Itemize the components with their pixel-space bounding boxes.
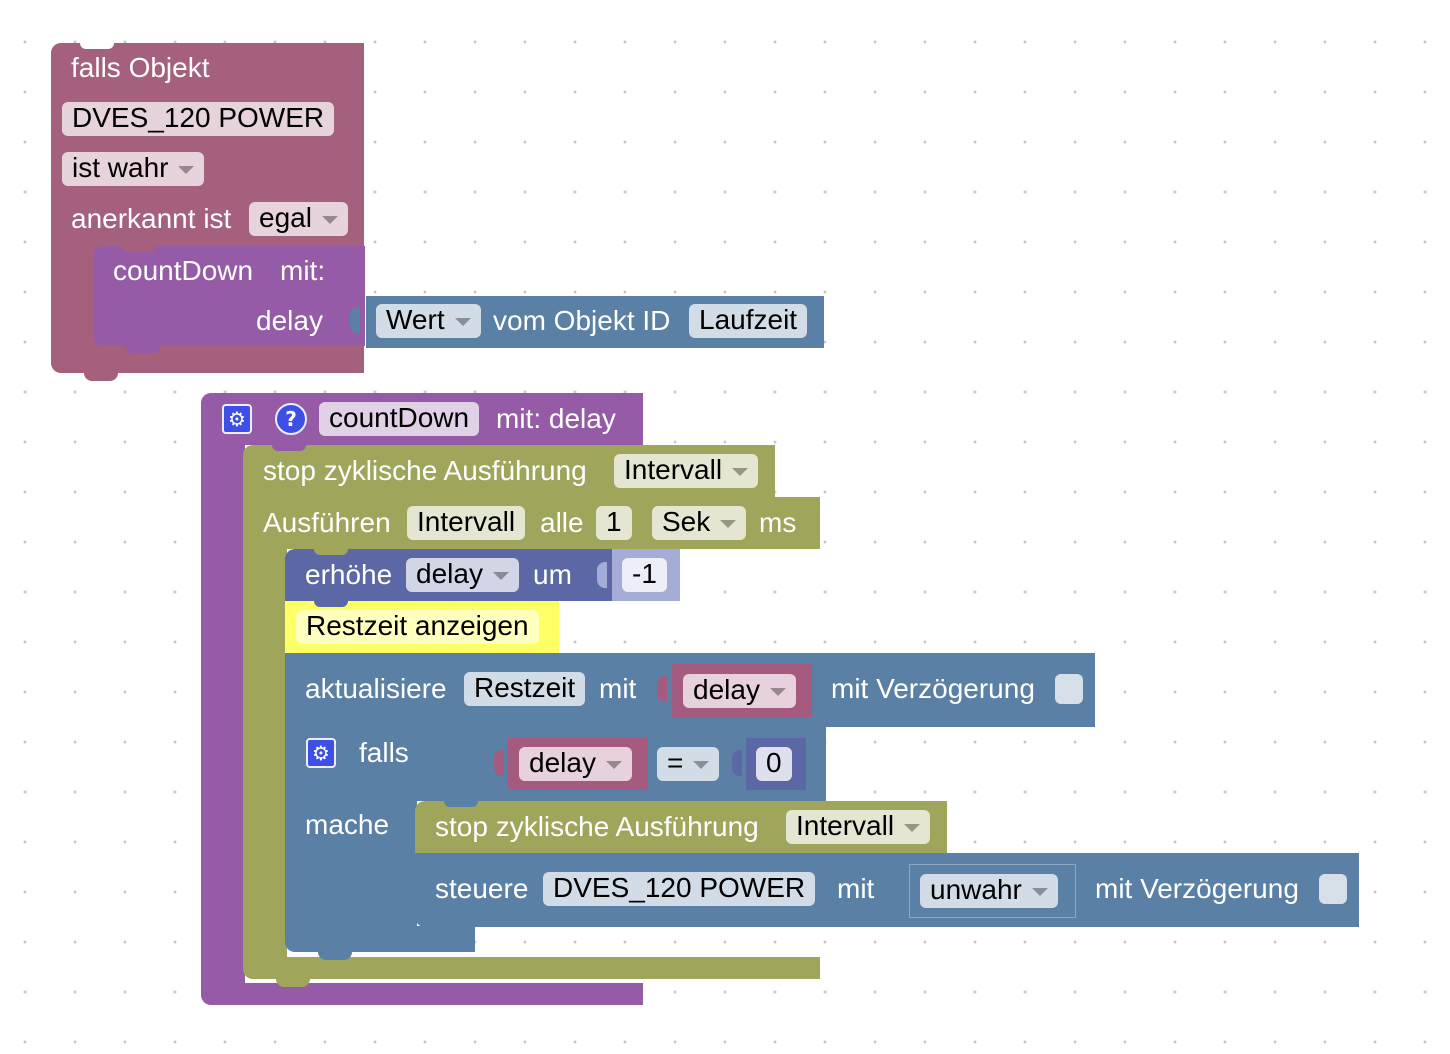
interval-body-arm	[243, 548, 287, 960]
control-value: unwahr	[930, 874, 1022, 905]
procedure-body-arm	[201, 444, 245, 984]
chevron-down-icon	[904, 824, 921, 832]
ack-label: anerkannt ist	[71, 203, 232, 234]
increment-variable-dropdown[interactable]: delay	[406, 558, 519, 592]
chevron-down-icon	[178, 166, 195, 174]
gear-icon[interactable]: ⚙	[222, 404, 252, 434]
interval-footer	[243, 957, 820, 979]
interval-name-field[interactable]: Intervall	[407, 506, 526, 540]
increment-label: erhöhe	[305, 559, 393, 590]
update-object-field[interactable]: Restzeit	[464, 672, 586, 706]
update-variable: delay	[693, 674, 760, 705]
control-with-label: mit	[837, 873, 875, 904]
procedure-name-field[interactable]: countDown	[319, 402, 480, 436]
increment-value-field[interactable]: -1	[622, 558, 667, 592]
if-label: falls	[359, 737, 409, 768]
chevron-down-icon	[492, 572, 509, 580]
chevron-down-icon	[454, 318, 471, 326]
from-object-label: vom Objekt ID	[493, 305, 671, 336]
stop-interval-dropdown-2[interactable]: Intervall	[786, 810, 931, 844]
ack-dropdown[interactable]: egal	[249, 202, 348, 236]
every-label: alle	[540, 507, 584, 538]
control-label: steuere	[435, 873, 529, 904]
trigger-title: falls Objekt	[71, 52, 210, 83]
stop-label-2: stop zyklische Ausführung	[435, 811, 759, 842]
by-label: um	[533, 559, 572, 590]
increment-variable: delay	[416, 558, 483, 589]
chevron-down-icon	[1031, 888, 1048, 896]
control-delay-checkbox[interactable]	[1319, 874, 1347, 904]
chevron-down-icon	[321, 216, 338, 224]
update-delay-label: mit Verzögerung	[831, 673, 1035, 704]
call-param-label: delay	[256, 305, 323, 336]
operator-dropdown[interactable]: =	[657, 747, 720, 781]
update-with-label: mit	[599, 673, 637, 704]
control-value-dropdown[interactable]: unwahr	[920, 874, 1058, 908]
ms-label: ms	[759, 507, 797, 538]
value-type: Wert	[386, 304, 445, 335]
compare-value-field[interactable]: 0	[756, 747, 792, 781]
update-label: aktualisiere	[305, 673, 447, 704]
chevron-down-icon	[732, 468, 749, 476]
stop-interval-value-2: Intervall	[796, 810, 895, 841]
condition-value: ist wahr	[72, 152, 169, 183]
value-type-dropdown[interactable]: Wert	[376, 304, 481, 338]
chevron-down-icon	[769, 688, 786, 696]
interval-value-field[interactable]: 1	[596, 506, 632, 540]
gear-icon[interactable]: ⚙	[306, 738, 336, 768]
control-delay-label: mit Verzögerung	[1095, 873, 1299, 904]
execute-label: Ausführen	[263, 507, 391, 538]
if-body-arm	[285, 800, 417, 928]
control-object-field[interactable]: DVES_120 POWER	[543, 872, 816, 906]
chevron-down-icon	[605, 761, 622, 769]
call-with-label: mit:	[280, 255, 326, 286]
unit-dropdown[interactable]: Sek	[652, 506, 747, 540]
update-variable-dropdown[interactable]: delay	[683, 674, 796, 708]
stop-interval-value: Intervall	[624, 454, 723, 485]
laufzeit-field[interactable]: Laufzeit	[689, 304, 808, 338]
object-id-field[interactable]: DVES_120 POWER	[62, 102, 335, 136]
do-label: mache	[305, 809, 390, 840]
procedure-footer	[201, 983, 643, 1005]
procedure-params-label: mit: delay	[496, 403, 616, 434]
if-footer	[285, 926, 475, 952]
unit-value: Sek	[662, 506, 711, 537]
call-name: countDown	[113, 255, 254, 286]
comment-text[interactable]: Restzeit anzeigen	[296, 610, 539, 644]
chevron-down-icon	[693, 761, 710, 769]
ack-value: egal	[259, 202, 312, 233]
compare-variable: delay	[529, 747, 596, 778]
procedure-call-block[interactable]	[93, 246, 365, 346]
operator-value: =	[667, 747, 684, 778]
compare-variable-dropdown[interactable]: delay	[519, 747, 632, 781]
help-icon[interactable]: ?	[275, 403, 307, 435]
condition-dropdown[interactable]: ist wahr	[62, 152, 205, 186]
update-delay-checkbox[interactable]	[1055, 674, 1083, 704]
chevron-down-icon	[720, 520, 737, 528]
stop-label: stop zyklische Ausführung	[263, 455, 587, 486]
stop-interval-dropdown[interactable]: Intervall	[614, 454, 759, 488]
